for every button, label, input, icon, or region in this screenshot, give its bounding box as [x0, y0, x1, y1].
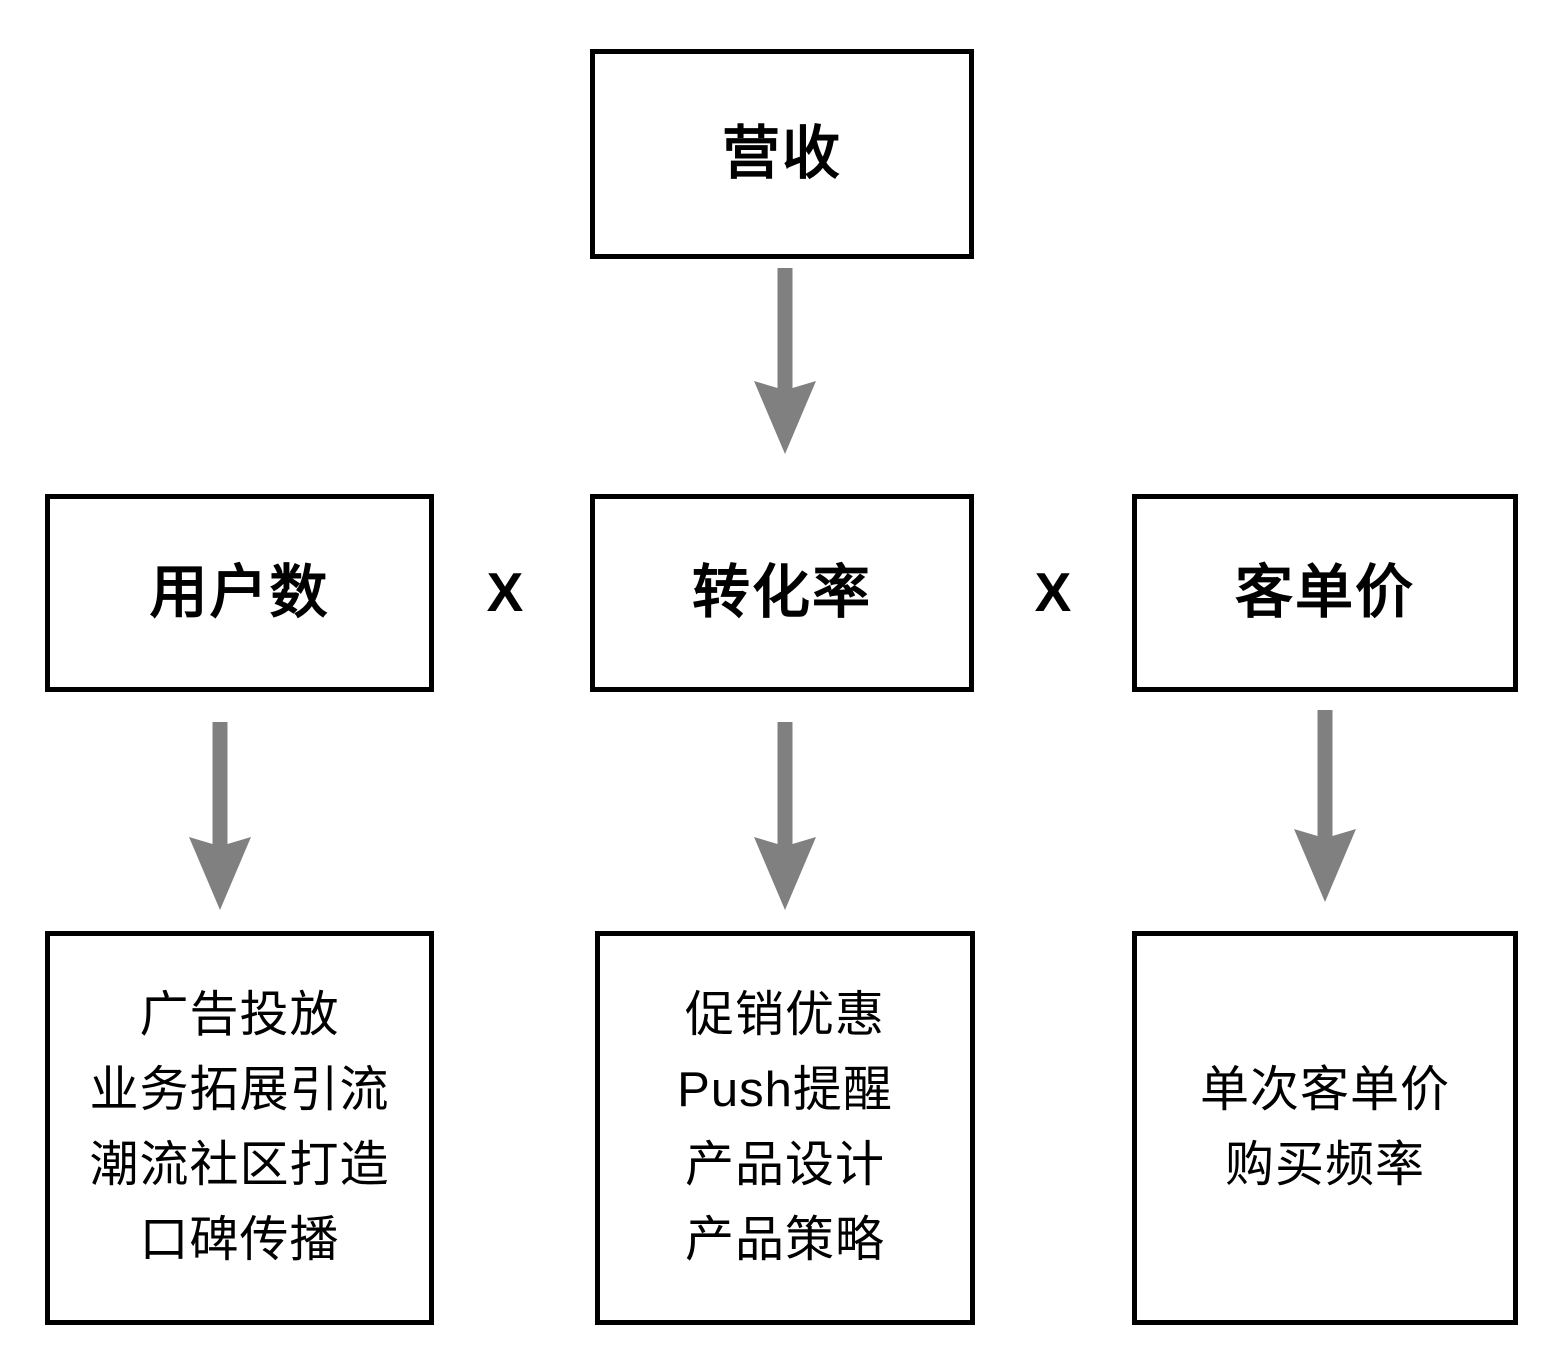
- node-average-order-value-details[interactable]: 单次客单价 购买频率: [1132, 931, 1518, 1325]
- operator-multiply-1: X: [486, 561, 524, 623]
- arrow-revenue-to-conversion-icon: [750, 268, 820, 454]
- list-item: 口碑传播: [139, 1213, 340, 1267]
- list-item: 业务拓展引流: [89, 1063, 390, 1117]
- user-count-detail-list: 广告投放 业务拓展引流 潮流社区打造 口碑传播: [50, 978, 429, 1278]
- node-user-count-details[interactable]: 广告投放 业务拓展引流 潮流社区打造 口碑传播: [45, 931, 434, 1325]
- operator-multiply-2: X: [1034, 561, 1072, 623]
- node-average-order-value[interactable]: 客单价: [1132, 494, 1518, 692]
- node-conversion-rate[interactable]: 转化率: [590, 494, 974, 692]
- conversion-rate-detail-list: 促销优惠 Push提醒 产品设计 产品策略: [600, 978, 970, 1278]
- list-item: 促销优惠: [684, 988, 885, 1042]
- list-item: Push提醒: [677, 1063, 893, 1117]
- list-item: 潮流社区打造: [89, 1138, 390, 1192]
- node-user-count[interactable]: 用户数: [45, 494, 434, 692]
- arrow-average-order-value-to-detail-icon: [1290, 710, 1360, 902]
- node-average-order-value-label: 客单价: [1234, 560, 1415, 626]
- node-conversion-rate-details[interactable]: 促销优惠 Push提醒 产品设计 产品策略: [595, 931, 975, 1325]
- arrow-conversion-to-detail-icon: [750, 722, 820, 910]
- arrow-user-count-to-detail-icon: [185, 722, 255, 910]
- list-item: 单次客单价: [1199, 1063, 1450, 1117]
- list-item: 广告投放: [139, 988, 340, 1042]
- average-order-value-detail-list: 单次客单价 购买频率: [1137, 1053, 1513, 1203]
- list-item: 产品设计: [684, 1138, 885, 1192]
- node-revenue[interactable]: 营收: [590, 49, 974, 259]
- node-user-count-label: 用户数: [149, 560, 330, 626]
- node-conversion-rate-label: 转化率: [691, 560, 872, 626]
- node-revenue-label: 营收: [721, 121, 842, 187]
- list-item: 产品策略: [684, 1213, 885, 1267]
- list-item: 购买频率: [1224, 1138, 1425, 1192]
